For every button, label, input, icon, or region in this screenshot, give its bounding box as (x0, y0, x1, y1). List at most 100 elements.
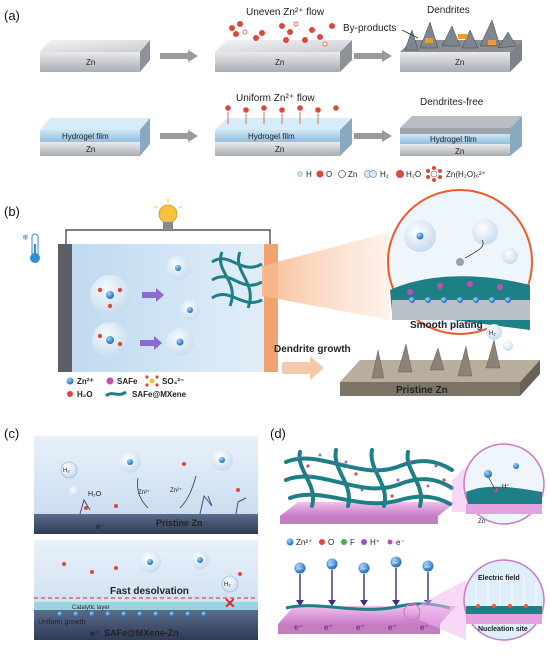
mxene-mesh (280, 448, 456, 524)
legend-h2: H₂ (380, 170, 389, 179)
panel-a-legend: H O Zn H₂ H₂O Zn(H₂O)₆²⁺ (297, 166, 486, 182)
d-electron-3: e⁻ (356, 623, 365, 632)
legend-zn: Zn (348, 170, 357, 179)
dendrite-growth-arrow (282, 356, 324, 380)
c-top-zn2-a: Zn²⁺ (138, 489, 150, 496)
legend-b-h2o: H₂O (77, 390, 93, 399)
legend-d-f: F (350, 538, 355, 547)
panel-c: (c) H₂ H₂O Zn²⁺ Zn²⁺ e⁻ Pristine Zn (4, 426, 258, 640)
c-top-substrate: Pristine Zn (156, 518, 203, 528)
zoom-beam (262, 232, 390, 320)
h2o-molecule-icon (396, 170, 404, 178)
row1-slab-2: Zn (215, 21, 352, 72)
panel-a-label: (a) (4, 8, 20, 23)
panel-c-label: (c) (4, 426, 19, 441)
c-top-electron: e⁻ (96, 522, 105, 531)
legend-complex: Zn(H₂O)₆²⁺ (446, 170, 486, 179)
ion-flow-arrows (140, 288, 164, 350)
panel-d-label: (d) (270, 426, 286, 441)
legend-b-safe: SAFe (117, 377, 138, 386)
dendrites-label: Dendrites (427, 5, 470, 16)
zn2-ion-icon (66, 377, 74, 385)
d-electron-4: e⁻ (388, 623, 397, 632)
panel-c-top: H₂ H₂O Zn²⁺ Zn²⁺ e⁻ Pristine Zn (34, 436, 258, 534)
light-bulb-icon (153, 198, 183, 230)
d-electron-icon (387, 539, 393, 545)
row2-slab-3: Hydrogel film Zn (400, 116, 522, 156)
legend-h2o: H₂O (406, 170, 421, 179)
zn-complex-icon (426, 166, 442, 182)
ion-label-1: Zn²⁺ (296, 567, 303, 571)
panel-c-bottom: Fast desolvation Catalytic layer H₂ ✕ Un… (34, 540, 258, 640)
dendrites-free-label: Dendrites-free (420, 97, 484, 108)
mxene-ribbons (211, 251, 263, 309)
panel-b: (b) ❄ (4, 189, 540, 399)
c-top-h2: H₂ (63, 468, 70, 474)
d-o-icon (319, 539, 325, 545)
uniform-growth-label: Uniform growth (38, 619, 86, 626)
c-bottom-h2: H₂ (224, 582, 231, 588)
ion-label-2: Zn²⁺ (328, 563, 335, 567)
panel-d: (d) (270, 426, 545, 641)
legend-b-safe-mxene: SAFe@MXene (132, 390, 187, 399)
arrow-head-icon (188, 50, 198, 62)
h-atom-icon (297, 171, 303, 177)
electric-field-label: Electric field (478, 575, 520, 582)
d-f-icon (341, 539, 347, 545)
row1-substrate-1: Zn (86, 58, 95, 67)
byproducts-pointer (401, 29, 419, 39)
row1-slab-1: Zn (40, 40, 150, 72)
row2-substrate-3: Zn (455, 147, 464, 156)
c-top-h2o: H₂O (88, 491, 102, 498)
row1-substrate-2: Zn (275, 58, 284, 67)
arrow-head-icon (382, 50, 392, 62)
blocked-x-icon: ✕ (224, 595, 236, 611)
panel-a: (a) Zn Zn Uneven (4, 5, 522, 182)
o-atom-icon (316, 170, 324, 178)
smooth-plating-label: Smooth plating (410, 320, 483, 331)
row1-slab-3: Zn (400, 19, 522, 72)
legend-h: H (306, 170, 312, 179)
battery-cell (58, 244, 278, 372)
uneven-flow-label: Uneven Zn²⁺ flow (246, 7, 325, 18)
row1-substrate-3: Zn (455, 58, 464, 67)
legend-d-e: e⁻ (396, 538, 405, 547)
row2-film-1: Hydrogel film (62, 132, 109, 141)
row2-film-3: Hydrogel film (430, 135, 477, 144)
d-hplus-icon (361, 539, 367, 545)
arrow-head-icon (188, 130, 198, 142)
zoom-circle-d-top: H⁺ Zn (463, 443, 545, 525)
uniform-flow-label: Uniform Zn²⁺ flow (236, 93, 315, 104)
mxene-ribbon-icon (104, 390, 127, 398)
circuit-wire (65, 229, 271, 244)
ion-label-4: Zn²⁺ (392, 561, 399, 565)
c-top-zn2-b: Zn²⁺ (170, 487, 182, 494)
so4-icon (145, 375, 159, 387)
fast-desolvation-label: Fast desolvation (110, 586, 189, 597)
legend-d-zn2: Zn²⁺ (296, 538, 312, 547)
row2-substrate-1: Zn (86, 145, 95, 154)
panel-d-legend: Zn²⁺ O F H⁺ e⁻ (286, 538, 405, 547)
c-bottom-electron: e⁻ (90, 629, 99, 638)
h2-molecule-icon-b (369, 170, 377, 178)
d-zn-label: Zn (478, 519, 485, 525)
pristine-zn-label: Pristine Zn (396, 385, 448, 396)
zoom-circle-d-bottom: Electric field Nucleation site (463, 559, 545, 641)
thermometer-icon: ❄ (22, 233, 40, 263)
row2-substrate-2: Zn (275, 145, 284, 154)
row2-film-2: Hydrogel film (248, 132, 295, 141)
legend-o: O (326, 170, 332, 179)
byproducts-label: By-products (343, 23, 396, 34)
panel-b-label: (b) (4, 204, 20, 219)
zn-atom-icon (338, 170, 346, 178)
c-bottom-substrate: SAFe@MXene-Zn (104, 628, 179, 638)
h2o-icon (67, 391, 73, 397)
panel-b-legend: Zn²⁺ SAFe SO₄²⁻ H₂O SAFe@MXene (66, 375, 187, 399)
dendrite-growth-label: Dendrite growth (274, 344, 351, 355)
h2-bubble-label: H₂ (489, 331, 496, 337)
d-electron-5: e⁻ (420, 623, 429, 632)
catalytic-layer-label: Catalytic layer (72, 605, 110, 611)
snowflake-icon: ❄ (22, 233, 29, 242)
d-electron-1: e⁻ (294, 623, 303, 632)
